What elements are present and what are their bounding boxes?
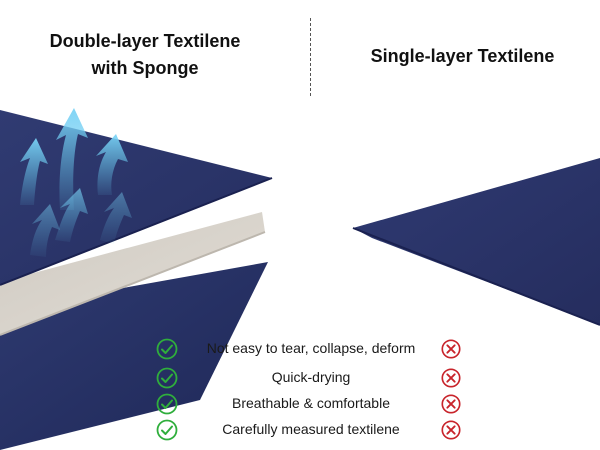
feature-row: Quick-drying — [155, 366, 465, 390]
red-x-circle-icon — [441, 394, 461, 414]
feature-row: Breathable & comfortable — [155, 392, 465, 416]
green-check-circle-icon — [156, 367, 178, 389]
feature-label: Breathable & comfortable — [232, 395, 390, 411]
single-layer-title: Single-layer Textilene — [370, 46, 555, 66]
red-x-circle-icon — [441, 368, 461, 388]
red-x-circle-icon — [441, 420, 461, 440]
double-layer-title-line1: Double-layer Textilene — [49, 31, 241, 51]
double-layer-title: Double-layer Textilene with Sponge — [20, 28, 270, 82]
feature-row: Not easy to tear, collapse, deform — [155, 337, 465, 361]
green-check-circle-icon — [156, 419, 178, 441]
single-fabric-layer — [353, 158, 600, 325]
sponge-layer — [0, 212, 265, 335]
feature-label: Carefully measured textilene — [222, 421, 400, 437]
double-layer-title-line2: with Sponge — [91, 58, 199, 78]
green-check-circle-icon — [156, 393, 178, 415]
feature-label: Not easy to tear, collapse, deform — [206, 340, 416, 356]
feature-label: Quick-drying — [271, 369, 351, 385]
airflow-arrows-icon — [20, 108, 132, 257]
green-check-circle-icon — [156, 338, 178, 360]
feature-row: Carefully measured textilene — [155, 418, 465, 442]
red-x-circle-icon — [441, 339, 461, 359]
dashed-divider — [310, 18, 311, 96]
